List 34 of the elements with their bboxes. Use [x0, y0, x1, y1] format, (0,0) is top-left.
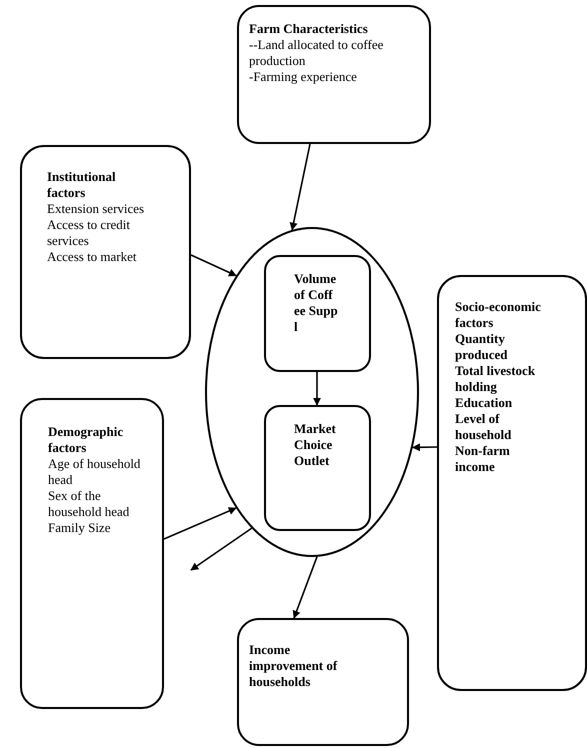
arrow: [290, 144, 311, 231]
factor-item: --Land allocated to coffee production: [249, 37, 384, 69]
factor-item: -Farming experience: [249, 69, 358, 85]
arrow: [190, 528, 252, 571]
factor-item: Sex of the household head: [48, 488, 130, 520]
arrow: [412, 443, 438, 452]
factor-item: Extension services: [47, 201, 146, 217]
factor-box: [264, 255, 371, 372]
box-label: Market Choice Outlet: [294, 421, 337, 469]
factor-heading: Socio-economic factors: [455, 299, 542, 331]
factor-item: Quantity produced: [455, 331, 508, 363]
factor-item: Total livestock holding: [455, 363, 536, 395]
arrow: [313, 372, 321, 406]
factor-item: Access to credit services: [47, 217, 132, 249]
arrow: [164, 507, 237, 540]
ellipse-shape: [205, 227, 419, 557]
factor-item: Education Level of household: [455, 395, 514, 443]
factor-item: Non-farm income: [455, 443, 511, 475]
factor-heading: Farm Characteristics: [249, 21, 369, 37]
factor-box: [437, 275, 587, 691]
factor-item: Family Size: [48, 520, 112, 536]
factor-heading: Institutional factors: [47, 169, 117, 201]
factor-box: [264, 405, 371, 531]
factor-box: [20, 145, 191, 359]
factor-box: [20, 398, 164, 709]
arrow: [292, 556, 318, 619]
factor-item: Access to market: [47, 249, 138, 265]
arrow: [190, 254, 237, 276]
factor-item: Age of household head: [48, 456, 142, 488]
factor-heading: Demographic factors: [48, 424, 124, 456]
box-label: Volume of Coffee Suppl: [294, 271, 338, 335]
factor-box: [237, 618, 409, 746]
factor-box: [237, 5, 431, 144]
box-label: Income improvement of households: [249, 642, 338, 690]
